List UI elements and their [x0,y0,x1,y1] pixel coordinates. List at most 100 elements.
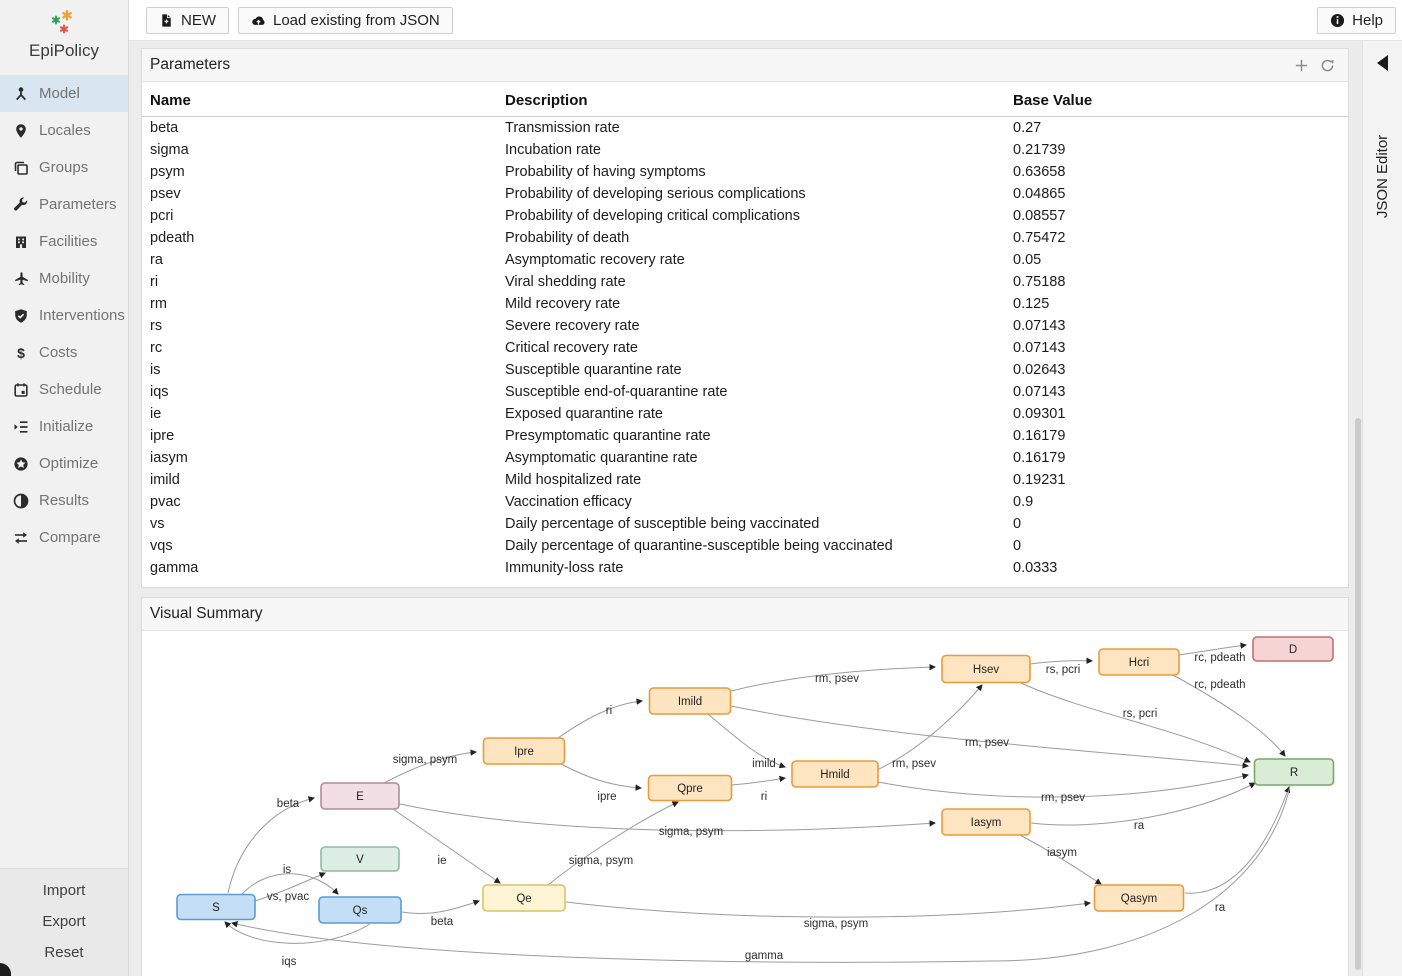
vertical-scrollbar[interactable] [1355,418,1361,970]
param-description: Transmission rate [505,119,620,136]
node-Qs[interactable]: Qs [318,896,402,924]
param-value: 0.19231 [1013,471,1066,488]
visual-summary-header: Visual Summary [142,598,1348,631]
sidebar-import-button[interactable]: Import [42,882,86,899]
node-D[interactable]: D [1252,636,1334,662]
sidebar-item-compare[interactable]: Compare [0,519,128,556]
param-description: Susceptible quarantine rate [505,361,682,378]
edge-label: rc, pdeath [1194,679,1245,691]
node-Qasym[interactable]: Qasym [1093,884,1185,912]
param-name: rs [150,317,163,334]
edge-Hmild-R [877,773,1249,798]
param-value: 0.27 [1013,119,1042,136]
node-label: D [1289,644,1297,656]
node-label: Imild [678,696,702,708]
param-value: 0 [1013,537,1022,554]
node-Hmild[interactable]: Hmild [791,760,879,788]
param-name: psev [150,185,181,202]
sidebar-export-button[interactable]: Export [42,913,86,930]
edge-Qs-S [224,921,371,944]
sidebar-item-label: Compare [39,529,101,546]
node-Iasym[interactable]: Iasym [941,808,1031,836]
sidebar-item-costs[interactable]: $Costs [0,334,128,371]
sidebar-item-schedule[interactable]: Schedule [0,371,128,408]
sidebar-item-results[interactable]: Results [0,482,128,519]
svg-text:$: $ [17,345,25,361]
sidebar-item-parameters[interactable]: Parameters [0,186,128,223]
app-logo: EpiPolicy [0,0,128,61]
node-Ipre[interactable]: Ipre [482,737,566,765]
sidebar-item-facilities[interactable]: Facilities [0,223,128,260]
sidebar-item-initialize[interactable]: Initialize [0,408,128,445]
interventions-icon [13,308,29,324]
sidebar-item-locales[interactable]: Locales [0,112,128,149]
param-description: Probability of having symptoms [505,163,706,180]
node-E[interactable]: E [320,782,400,810]
node-label: R [1290,767,1298,779]
sidebar-item-model[interactable]: Model [0,75,128,112]
add-parameter-icon[interactable] [1294,58,1309,73]
help-button[interactable]: Help [1317,6,1396,34]
param-description: Mild recovery rate [505,295,621,312]
param-name: iasym [150,449,188,466]
param-value: 0.16179 [1013,427,1066,444]
edge-label: beta [277,798,300,810]
refresh-icon[interactable] [1320,58,1335,73]
new-file-icon [162,13,171,27]
param-value: 0.9 [1013,493,1034,510]
json-editor-tab[interactable]: JSON Editor [1362,41,1402,976]
param-description: Viral shedding rate [505,273,626,290]
sidebar-item-optimize[interactable]: Optimize [0,445,128,482]
column-header: Base Value [1005,82,1348,117]
node-Imild[interactable]: Imild [648,687,732,715]
param-value: 0.75472 [1013,229,1066,246]
node-V[interactable]: V [320,846,400,872]
load-json-button[interactable]: Load existing from JSON [238,6,453,34]
node-label: S [212,902,220,914]
sidebar-reset-button[interactable]: Reset [44,944,84,961]
param-value: 0.0333 [1013,559,1058,576]
node-Qe[interactable]: Qe [482,884,566,912]
sidebar-item-mobility[interactable]: Mobility [0,260,128,297]
sidebar-item-interventions[interactable]: Interventions [0,297,128,334]
edge-Imild-Hmild [707,713,786,769]
sidebar-item-groups[interactable]: Groups [0,149,128,186]
param-name: ipre [150,427,175,444]
param-name: ri [150,273,159,290]
node-label: Hmild [820,769,849,781]
node-S[interactable]: S [176,893,256,921]
edge-label: is [283,864,292,876]
sidebar-item-label: Facilities [39,233,98,250]
new-button[interactable]: NEW [146,6,229,34]
expand-json-editor-icon[interactable] [1377,55,1388,71]
node-Hcri[interactable]: Hcri [1098,648,1180,676]
edge-label: rm, psev [892,758,936,770]
node-Hsev[interactable]: Hsev [941,654,1031,684]
node-Qpre[interactable]: Qpre [647,774,733,802]
node-R[interactable]: R [1253,758,1335,786]
schedule-icon [13,382,29,398]
sidebar-item-label: Locales [39,122,91,139]
